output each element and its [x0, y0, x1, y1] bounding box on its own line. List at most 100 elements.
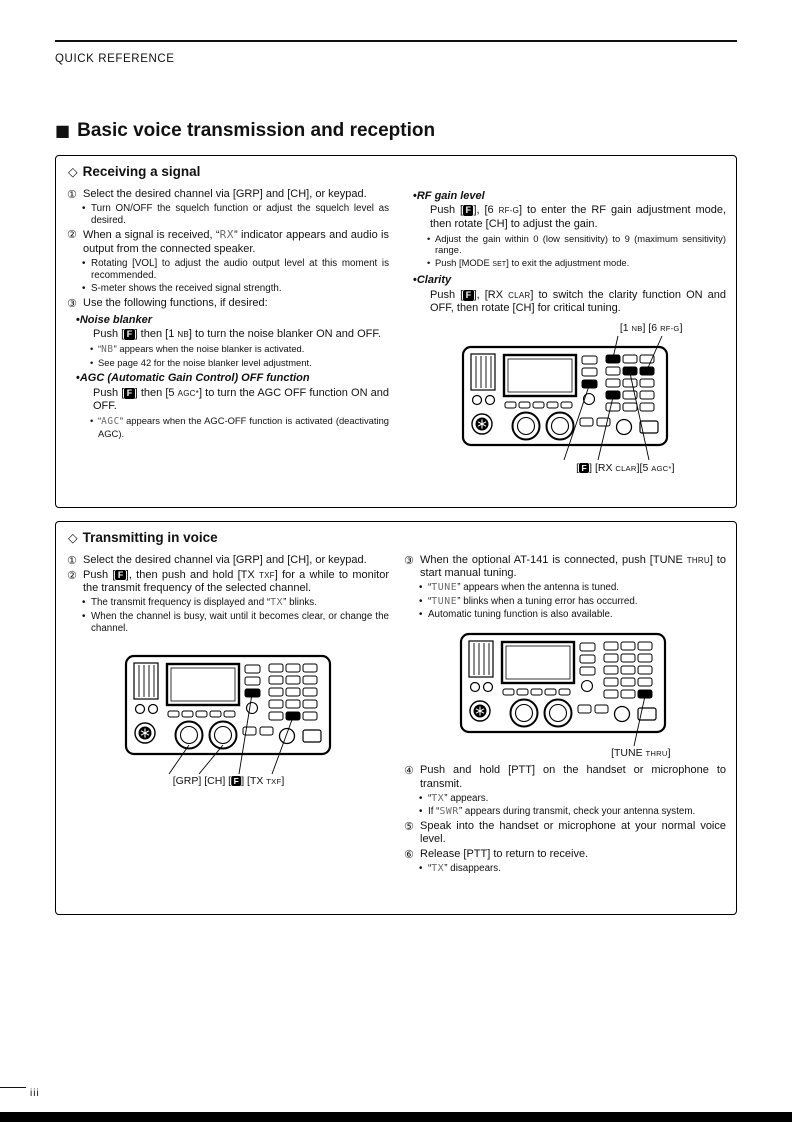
square-marker-icon: ■ — [55, 121, 71, 140]
transmitting-columns: ① Select the desired channel via [GRP] an… — [67, 552, 726, 877]
text-segment: NB — [101, 344, 114, 355]
text-segment: CLAR — [508, 290, 531, 300]
text-segment: RF gain level — [416, 189, 485, 202]
text-segment: ” appears when the AGC-OFF function is a… — [98, 415, 389, 439]
line-text: Speak into the handset or microphone at … — [420, 820, 726, 846]
f-key-icon: F — [115, 569, 126, 581]
radio-figure-tuning: [TUNE THRU] — [454, 629, 678, 759]
text-segment: ] to start manual tuning. — [420, 553, 726, 580]
line-fh: •AGC (Automatic Gain Control) OFF functi… — [68, 371, 389, 385]
footer-bar — [0, 1112, 792, 1122]
page-header-text: QUICK REFERENCE — [55, 53, 175, 65]
text-segment: Turn ON/OFF the squelch function or adju… — [91, 202, 389, 226]
text-segment: ], [6 — [473, 204, 499, 216]
line-text: Select the desired channel via [GRP] and… — [83, 188, 367, 200]
f-key-icon: F — [578, 462, 590, 474]
text-segment: Noise blanker — [79, 313, 152, 326]
line-text: Automatic tuning function is also availa… — [428, 609, 613, 620]
text-segment: Select the desired channel via [GRP] and… — [83, 553, 367, 566]
transmitting-section: ◇ Transmitting in voice ① Select the desi… — [55, 521, 737, 915]
radio-front-panel-illustration — [123, 653, 333, 757]
radio-front-panel-illustration — [458, 631, 668, 735]
receiving-title-text: Receiving a signal — [82, 164, 201, 179]
text-segment: Rotating [VOL] to adjust the audio outpu… — [91, 257, 389, 281]
text-segment: Adjust the gain within 0 (low sensitivit… — [435, 232, 726, 256]
text-segment: RF-G — [498, 206, 520, 215]
f-key-icon: F — [124, 329, 135, 340]
text-segment: If “ — [428, 806, 440, 817]
text-segment: Push [ — [93, 328, 125, 340]
text-segment: TX — [431, 792, 445, 804]
bullet-marker: • — [82, 283, 86, 294]
transmitting-left-text: ① Select the desired channel via [GRP] an… — [67, 553, 389, 635]
step-number: ③ — [404, 553, 414, 567]
text-segment: Push [ — [430, 204, 464, 216]
text-segment: THRU — [645, 749, 668, 758]
line-text: AGC (Automatic Gain Control) OFF functio… — [80, 372, 310, 384]
line-text: Push [F] then [1 NB] to turn the noise b… — [93, 328, 381, 340]
text-segment: ] to switch the clarity function ON and … — [430, 288, 727, 315]
line-text: “TUNE” blinks when a tuning error has oc… — [428, 596, 638, 607]
line-text: “AGC” appears when the AGC-OFF function … — [98, 415, 389, 439]
text-segment: ” indicator appears and audio is output … — [83, 229, 390, 255]
bullet-marker: • — [90, 343, 94, 354]
line-b1: •“TX” appears. — [405, 793, 726, 805]
text-segment: AGC* — [651, 463, 672, 473]
line-fh: •Noise blanker — [68, 313, 389, 327]
text-segment: The transmit frequency is displayed and … — [91, 597, 271, 608]
footer-rule — [0, 1087, 26, 1088]
callout-label-bottom: [TUNE THRU] — [610, 747, 672, 759]
step-number: ① — [67, 187, 77, 201]
line-b1: •When the channel is busy, wait until it… — [68, 611, 389, 635]
section-title-text: Basic voice transmission and reception — [77, 120, 436, 141]
transmitting-title: ◇ Transmitting in voice — [68, 530, 724, 545]
text-segment: ] [TX — [241, 774, 267, 787]
step-number: ② — [67, 228, 77, 241]
text-segment: ] — [671, 461, 675, 474]
text-segment: ] — [281, 774, 285, 787]
text-segment: ], [RX — [473, 288, 509, 301]
text-segment: Push [ — [430, 288, 464, 301]
line-text: Noise blanker — [80, 314, 152, 326]
text-segment: ] to turn the noise blanker ON and OFF. — [188, 328, 381, 340]
line-b1: •“TX” disappears. — [405, 863, 726, 875]
line-b1: • Automatic tuning function is also avail… — [405, 609, 726, 621]
text-segment: THRU — [686, 555, 710, 565]
text-segment: ] [6 — [642, 321, 661, 334]
radio-figure-transmit: [GRP] [CH] [F] [TX TXF] — [109, 647, 349, 787]
text-segment: ] [RX — [589, 461, 616, 474]
text-segment: SWR — [439, 806, 459, 817]
line-text: See page 42 for the noise blanker level … — [98, 357, 312, 368]
line-b1: •The transmit frequency is displayed and… — [68, 597, 389, 609]
bullet-marker: • — [82, 257, 86, 269]
line-text: If “SWR” appears during transmit, check … — [428, 806, 695, 817]
transmitting-left-column: ① Select the desired channel via [GRP] an… — [67, 552, 389, 877]
bullet-marker: • — [427, 232, 431, 244]
text-segment: “ — [98, 343, 102, 354]
bullet-marker: • — [76, 372, 80, 385]
text-segment: See page 42 for the noise blanker level … — [98, 357, 312, 369]
bullet-marker: • — [427, 257, 431, 269]
text-segment: ] to turn the AGC OFF function ON and OF… — [93, 386, 390, 413]
text-segment: TX — [270, 597, 284, 608]
line-text: The transmit frequency is displayed and … — [91, 597, 317, 608]
line-body: Push [F] then [1 NB] to turn the noise b… — [68, 328, 389, 342]
text-segment: “ — [98, 415, 102, 427]
bullet-marker: • — [419, 609, 423, 620]
header-rule — [55, 40, 737, 42]
text-segment: ” disappears. — [444, 863, 501, 874]
text-segment: TXF — [259, 570, 275, 580]
bullet-marker: • — [413, 189, 417, 202]
text-segment: [TUNE — [611, 747, 646, 759]
bullet-marker: • — [90, 357, 94, 369]
text-segment: Push and hold [PTT] on the handset or mi… — [420, 764, 726, 790]
line-b1: •“TUNE” appears when the antenna is tune… — [405, 582, 726, 594]
step-number: ③ — [67, 296, 77, 310]
step-number: ① — [67, 553, 77, 567]
bullet-marker: • — [82, 202, 86, 214]
